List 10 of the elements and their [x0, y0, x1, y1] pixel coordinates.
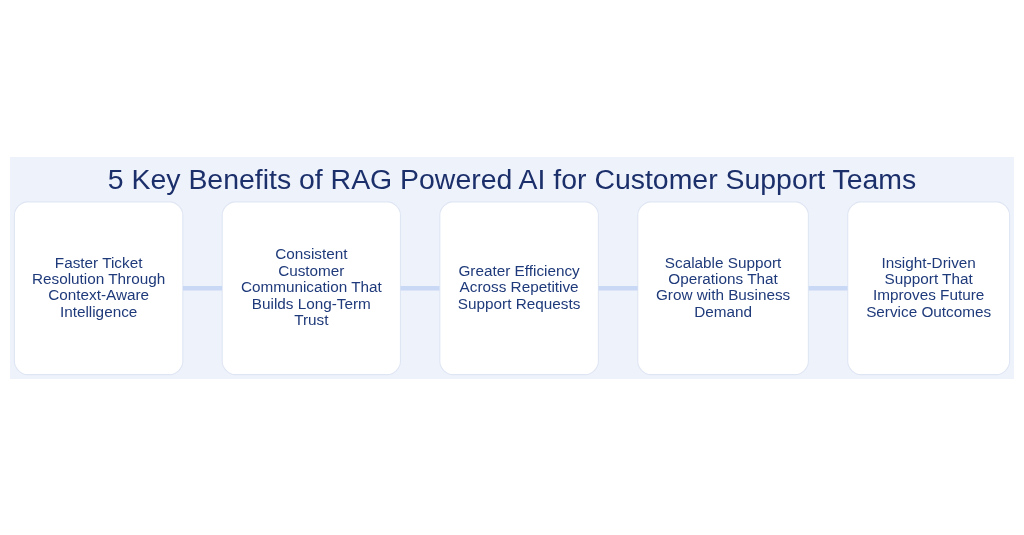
node-box: Insight-Driven Support That Improves Future Service Outcomes	[847, 200, 1011, 375]
diagram-title: 5 Key Benefits of RAG Powered AI for Customer Support Teams	[107, 162, 917, 194]
connector	[598, 285, 638, 290]
connector	[400, 285, 440, 290]
node-box: Consistent Customer Communication That Builds Long-Term Trust	[221, 200, 401, 375]
node-box: Faster Ticket Resolution Through Context-Aware Intelligence	[13, 200, 184, 375]
connector	[808, 285, 848, 290]
connector	[182, 285, 223, 290]
node-box: Greater Efficiency Across Repetitive Support Requests	[439, 200, 599, 375]
node-box: Scalable Support Operations That Grow with Business Demand	[637, 200, 809, 375]
